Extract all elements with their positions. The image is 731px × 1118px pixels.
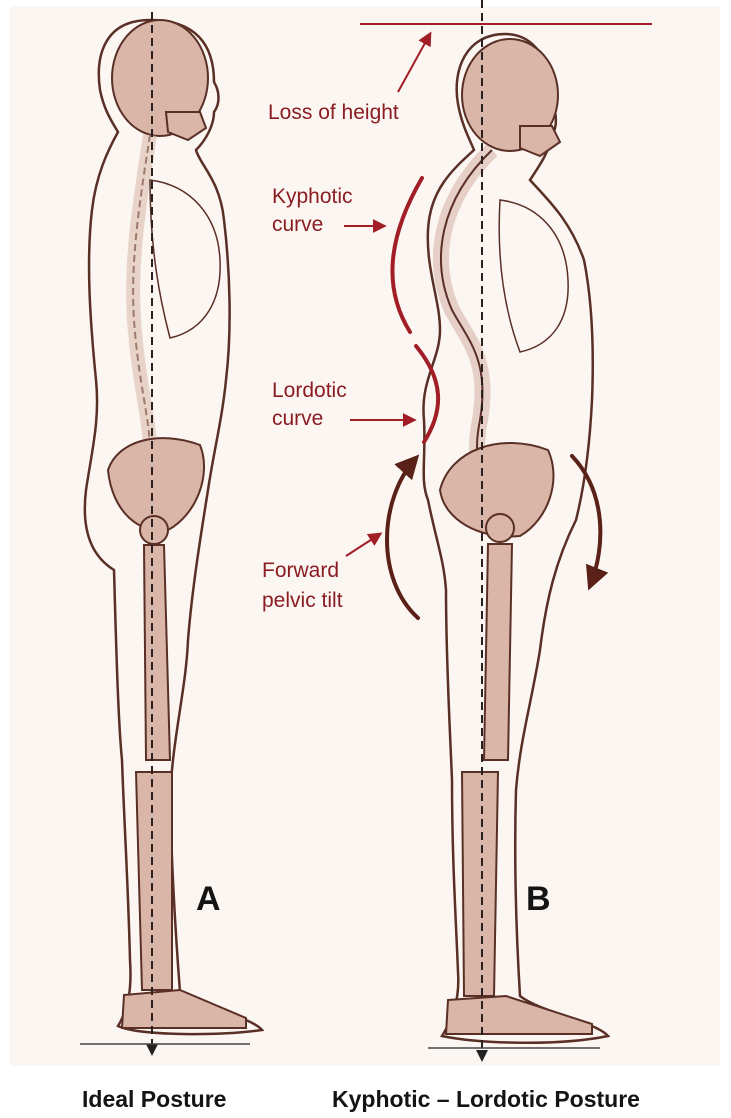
pelvic-tilt-arrow bbox=[346, 534, 380, 556]
pelvic-tilt-label-line2: pelvic tilt bbox=[262, 588, 343, 613]
figure-a-foot bbox=[122, 990, 246, 1028]
loss-of-height-label: Loss of height bbox=[268, 100, 399, 125]
figure-b-tibia bbox=[462, 772, 498, 996]
lordotic-curve-label-line1: Lordotic bbox=[272, 378, 347, 403]
figure-a-hip-joint bbox=[140, 516, 168, 544]
kyphotic-curve-label-line2: curve bbox=[272, 212, 323, 237]
lordotic-curve-label-line2: curve bbox=[272, 406, 323, 431]
figure-b-body-outline bbox=[423, 34, 608, 1043]
pelvic-tilt-label-line1: Forward bbox=[262, 558, 339, 583]
figure-b-hip-joint bbox=[486, 514, 514, 542]
figure-b-caption: Kyphotic – Lordotic Posture bbox=[332, 1086, 640, 1113]
figure-a-tibia bbox=[136, 772, 172, 990]
figure-a-letter: A bbox=[196, 880, 221, 919]
pelvic-tilt-left-rotation-arrow bbox=[387, 458, 418, 618]
kyphotic-curve-label-line1: Kyphotic bbox=[272, 184, 353, 209]
figure-b-skeleton bbox=[423, 0, 608, 1056]
figure-a-caption: Ideal Posture bbox=[82, 1086, 226, 1113]
figure-b-femur bbox=[484, 544, 512, 760]
figure-a-skeleton bbox=[80, 12, 262, 1050]
kyphotic-curve-marker bbox=[392, 178, 422, 332]
figure-b-foot bbox=[446, 996, 592, 1034]
loss-of-height-arrow bbox=[398, 34, 430, 92]
figure-b-letter: B bbox=[526, 880, 551, 919]
